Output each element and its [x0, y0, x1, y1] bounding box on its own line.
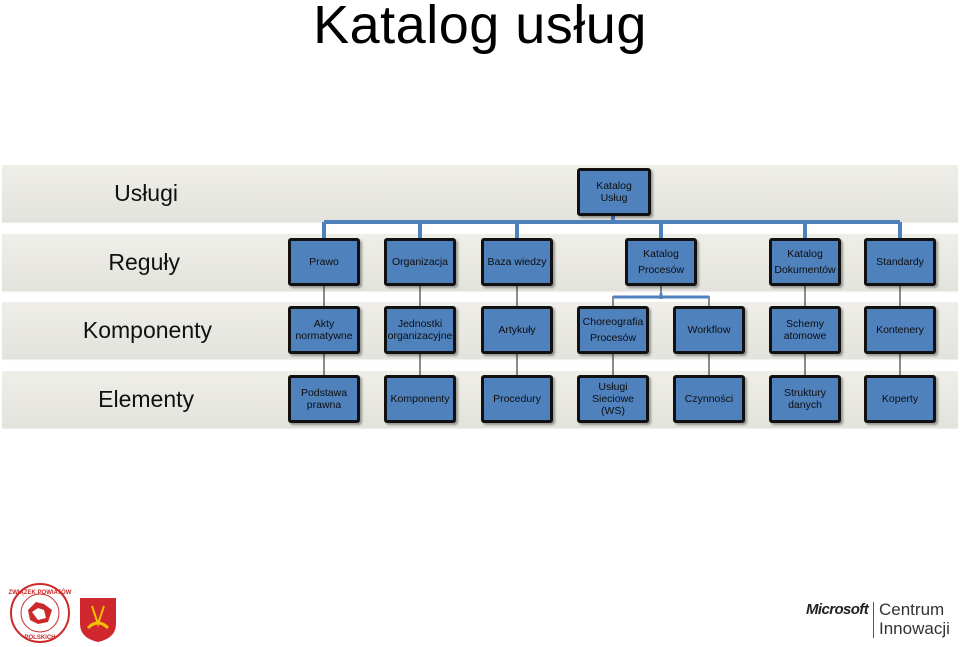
node-label-line: normatywne: [295, 330, 353, 342]
node-label-line: Standardy: [876, 256, 924, 268]
zpp-seal-icon: ZWIĄZEK POWIATÓW POLSKICH: [9, 583, 72, 643]
svg-text:POLSKICH: POLSKICH: [24, 635, 55, 641]
node-label-line: Katalog: [787, 248, 823, 260]
node-koperty: Koperty: [864, 375, 936, 423]
row-label-elementy: Elementy: [98, 386, 194, 412]
node-label-line: Schemy: [786, 318, 824, 330]
node-label-line: Artykuły: [498, 324, 536, 336]
node-label-line: Procesów: [589, 332, 637, 344]
node-label-line: Organizacja: [391, 256, 449, 268]
node-label-line: Procesów: [637, 264, 685, 276]
node-katalog-uslug: Katalog Usług: [577, 168, 651, 216]
node-label-line: Katalog: [643, 248, 679, 260]
node-czynnosci: Czynności: [673, 375, 745, 423]
node-label-line: Katalog Usług: [596, 180, 632, 204]
row-label-uslugi: Usługi: [114, 180, 178, 206]
svg-text:ZWIĄZEK POWIATÓW: ZWIĄZEK POWIATÓW: [9, 588, 72, 596]
zpp-logo: ZWIĄZEK POWIATÓW POLSKICH: [9, 583, 116, 643]
microsoft-logo: Microsoft: [806, 601, 869, 618]
node-label-line: atomowe: [783, 330, 827, 342]
node-baza-wiedzy: Baza wiedzy: [481, 238, 553, 286]
node-artykuly: Artykuły: [481, 306, 553, 354]
node-organizacja: Organizacja: [384, 238, 456, 286]
node-label-line: organizacyjne: [387, 330, 453, 342]
node-label-line: Komponenty: [390, 393, 450, 405]
node-standardy: Standardy: [864, 238, 936, 286]
node-label-line: Choreografia: [582, 316, 644, 328]
node-komponenty: Komponenty: [384, 375, 456, 423]
logo-separator: [873, 602, 874, 638]
row-label-komponenty: Komponenty: [82, 317, 212, 343]
node-workflow: Workflow: [673, 306, 745, 354]
node-kontenery: Kontenery: [864, 306, 936, 354]
row-label-reguly: Reguły: [108, 249, 180, 275]
page-title: Katalog usług: [313, 0, 647, 55]
node-label-line: Koperty: [881, 393, 919, 405]
node-label-line: Baza wiedzy: [487, 256, 547, 268]
node-label-line: Struktury: [783, 387, 826, 399]
node-label-line: Usługi: [598, 381, 628, 393]
band-uslugi: Usługi: [2, 164, 958, 222]
node-label-line: Kontenery: [876, 324, 924, 336]
node-label-line: prawna: [306, 399, 342, 411]
innowacji-label: Innowacji: [879, 619, 950, 638]
node-label-line: Akty: [313, 318, 335, 330]
node-procedury: Procedury: [481, 375, 553, 423]
node-label-line: Procedury: [493, 393, 541, 405]
node-label-line: Jednostki: [397, 318, 443, 330]
node-label-line: Podstawa: [300, 387, 348, 399]
node-label-line: Sieciowe (WS): [591, 393, 635, 417]
coat-of-arms-icon: [80, 598, 116, 642]
node-label-line: Workflow: [687, 324, 731, 336]
node-label-line: danych: [788, 399, 822, 411]
node-prawo: Prawo: [288, 238, 360, 286]
node-label-line: Prawo: [309, 256, 339, 268]
node-label-line: Dokumentów: [774, 264, 836, 276]
node-label-line: Czynności: [684, 393, 734, 405]
centrum-label: Centrum: [879, 600, 945, 619]
